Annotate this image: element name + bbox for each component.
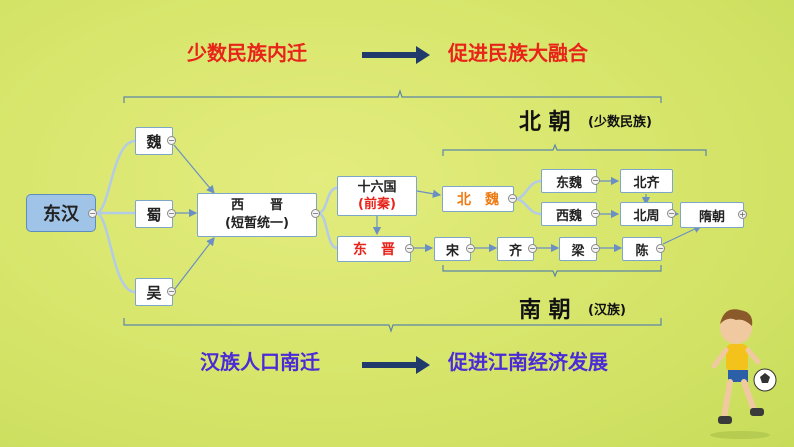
collapse-icon[interactable]: −	[311, 209, 320, 218]
north-dynasty-title: 北 朝	[519, 110, 571, 135]
node-xijin-note: (短暂统一)	[225, 216, 289, 231]
soccer-boy-illustration	[710, 309, 777, 439]
collapse-icon[interactable]: −	[591, 244, 600, 253]
bottom-effect-text: 促进江南经济发展	[448, 350, 608, 374]
collapse-icon[interactable]: −	[508, 194, 517, 203]
tree-branches	[95, 139, 542, 294]
node-dongwei[interactable]: 东魏	[541, 169, 597, 193]
collapse-icon[interactable]: −	[167, 287, 176, 296]
arrows	[173, 144, 703, 291]
node-shiliuguo[interactable]: 十六国 (前秦)	[337, 176, 417, 216]
top-arrow-icon	[362, 46, 430, 64]
braces	[123, 89, 707, 333]
node-suichao[interactable]: 隋朝	[680, 202, 744, 228]
south-dynasty-title: 南 朝	[519, 298, 571, 323]
collapse-icon[interactable]: −	[167, 136, 176, 145]
collapse-icon[interactable]: −	[591, 176, 600, 185]
node-shiliuguo-note: (前秦)	[358, 197, 396, 212]
collapse-icon[interactable]: −	[667, 209, 676, 218]
node-wei[interactable]: 魏	[135, 127, 173, 155]
node-shiliuguo-title: 十六国	[357, 180, 397, 195]
bottom-arrow-icon	[362, 356, 430, 374]
collapse-icon[interactable]: −	[656, 244, 665, 253]
bottom-cause-text: 汉族人口南迁	[200, 350, 320, 374]
node-xijin-title: 西 晋	[230, 198, 283, 213]
collapse-icon[interactable]: −	[591, 209, 600, 218]
node-liang[interactable]: 梁	[559, 237, 597, 261]
collapse-icon[interactable]: −	[88, 209, 97, 218]
collapse-icon[interactable]: −	[466, 244, 475, 253]
south-dynasty-note: (汉族)	[588, 303, 626, 318]
node-dongjin[interactable]: 东 晋	[337, 236, 411, 262]
node-beiwei[interactable]: 北 魏	[442, 186, 514, 212]
north-dynasty-note: (少数民族)	[588, 115, 652, 130]
top-effect-text: 促进民族大融合	[448, 41, 588, 65]
collapse-icon[interactable]: −	[167, 209, 176, 218]
soccer-ball-icon	[753, 368, 777, 392]
node-beizhou[interactable]: 北周	[620, 202, 673, 226]
node-xijin[interactable]: 西 晋 (短暂统一)	[197, 193, 317, 237]
node-xiwei[interactable]: 西魏	[541, 202, 597, 226]
node-chen[interactable]: 陈	[622, 237, 662, 261]
node-qi[interactable]: 齐	[497, 237, 534, 261]
collapse-icon[interactable]: −	[405, 244, 414, 253]
expand-icon[interactable]: +	[738, 210, 747, 219]
node-song[interactable]: 宋	[434, 237, 471, 261]
node-shu[interactable]: 蜀	[135, 200, 173, 228]
node-donghan[interactable]: 东汉	[26, 194, 96, 232]
node-wu[interactable]: 吴	[135, 278, 173, 306]
collapse-icon[interactable]: −	[528, 244, 537, 253]
top-cause-text: 少数民族内迁	[187, 41, 307, 65]
node-beiqi[interactable]: 北齐	[620, 169, 673, 193]
